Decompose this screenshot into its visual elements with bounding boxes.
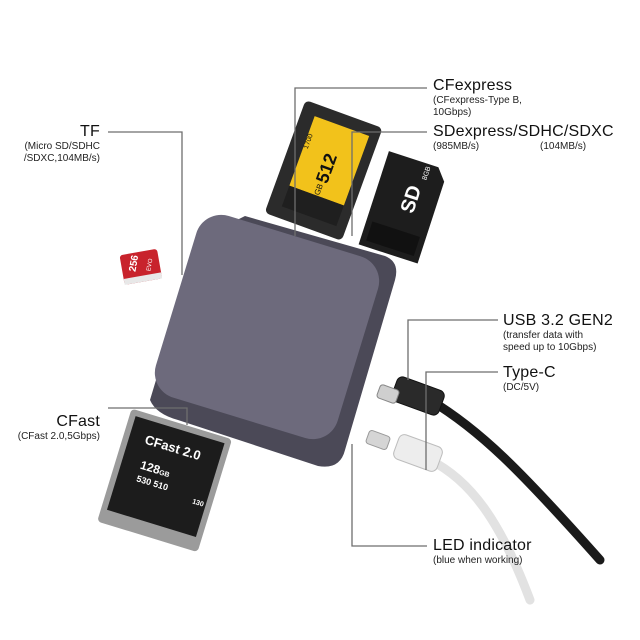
led-label: LED indicator (blue when working) <box>433 537 532 567</box>
usb-cable-black <box>376 376 605 565</box>
sdexpress-label: SDexpress/SDHC/SDXC (985MB/s) (104MB/s) <box>433 123 614 153</box>
typec-sub1: (DC/5V) <box>503 381 540 393</box>
cfast-label: CFast (CFast 2.0,5Gbps) <box>17 413 100 443</box>
cfast-title: CFast <box>56 413 100 430</box>
led-leader <box>351 444 427 547</box>
sdexpress-title-row: SDexpress/SDHC/SDXC <box>433 123 614 141</box>
cfexpress-leader <box>294 87 427 236</box>
cfast-unit: GB <box>158 469 171 480</box>
typec-leader <box>425 371 498 470</box>
cfast-leader <box>108 407 188 425</box>
microsd-card <box>119 249 163 285</box>
sdexpress-leader <box>351 131 427 236</box>
tf-leader <box>108 131 183 275</box>
cfast-sub1: (CFast 2.0,5Gbps) <box>17 430 100 442</box>
sd-card <box>358 151 445 264</box>
sdhc-title: SDHC/SDXC <box>517 123 614 140</box>
usb-title: USB 3.2 GEN2 <box>503 312 614 329</box>
typec-cable-white <box>365 430 535 605</box>
cfexpress-sub2: 10Gbps) <box>433 107 472 119</box>
usb-sub1: (transfer data with <box>503 329 584 341</box>
sdexpress-sub1: (985MB/s) <box>433 140 480 152</box>
sdexpress-slash: / <box>513 123 518 140</box>
cfexpress-sub1: (CFexpress-Type B, <box>433 94 522 106</box>
sdexpress-sub2: (104MB/s) <box>540 140 587 152</box>
tf-sub2: /SDXC,104MB/s) <box>23 153 100 165</box>
card-reader-hub <box>150 214 397 467</box>
typec-label: Type-C (DC/5V) <box>503 364 556 394</box>
tf-sub1: (Micro SD/SDHC <box>24 140 100 152</box>
led-sub1: (blue when working) <box>433 554 523 566</box>
usb-leader <box>407 319 498 380</box>
sdexpress-title: SDexpress <box>433 123 514 140</box>
tf-title: TF <box>80 123 100 140</box>
cfexpress-label: CFexpress (CFexpress-Type B, 10Gbps) <box>433 77 522 120</box>
tf-label: TF (Micro SD/SDHC /SDXC,104MB/s) <box>23 123 100 166</box>
leader-lines <box>108 87 498 547</box>
sdexpress-sub-row: (985MB/s) (104MB/s) <box>433 141 613 153</box>
led-title: LED indicator <box>433 537 532 554</box>
usb-label: USB 3.2 GEN2 (transfer data with speed u… <box>503 312 614 355</box>
typec-title: Type-C <box>503 364 556 381</box>
usb-sub2: speed up to 10Gbps) <box>503 342 597 354</box>
cfexpress-title: CFexpress <box>433 77 513 94</box>
cfast-card <box>98 409 232 552</box>
